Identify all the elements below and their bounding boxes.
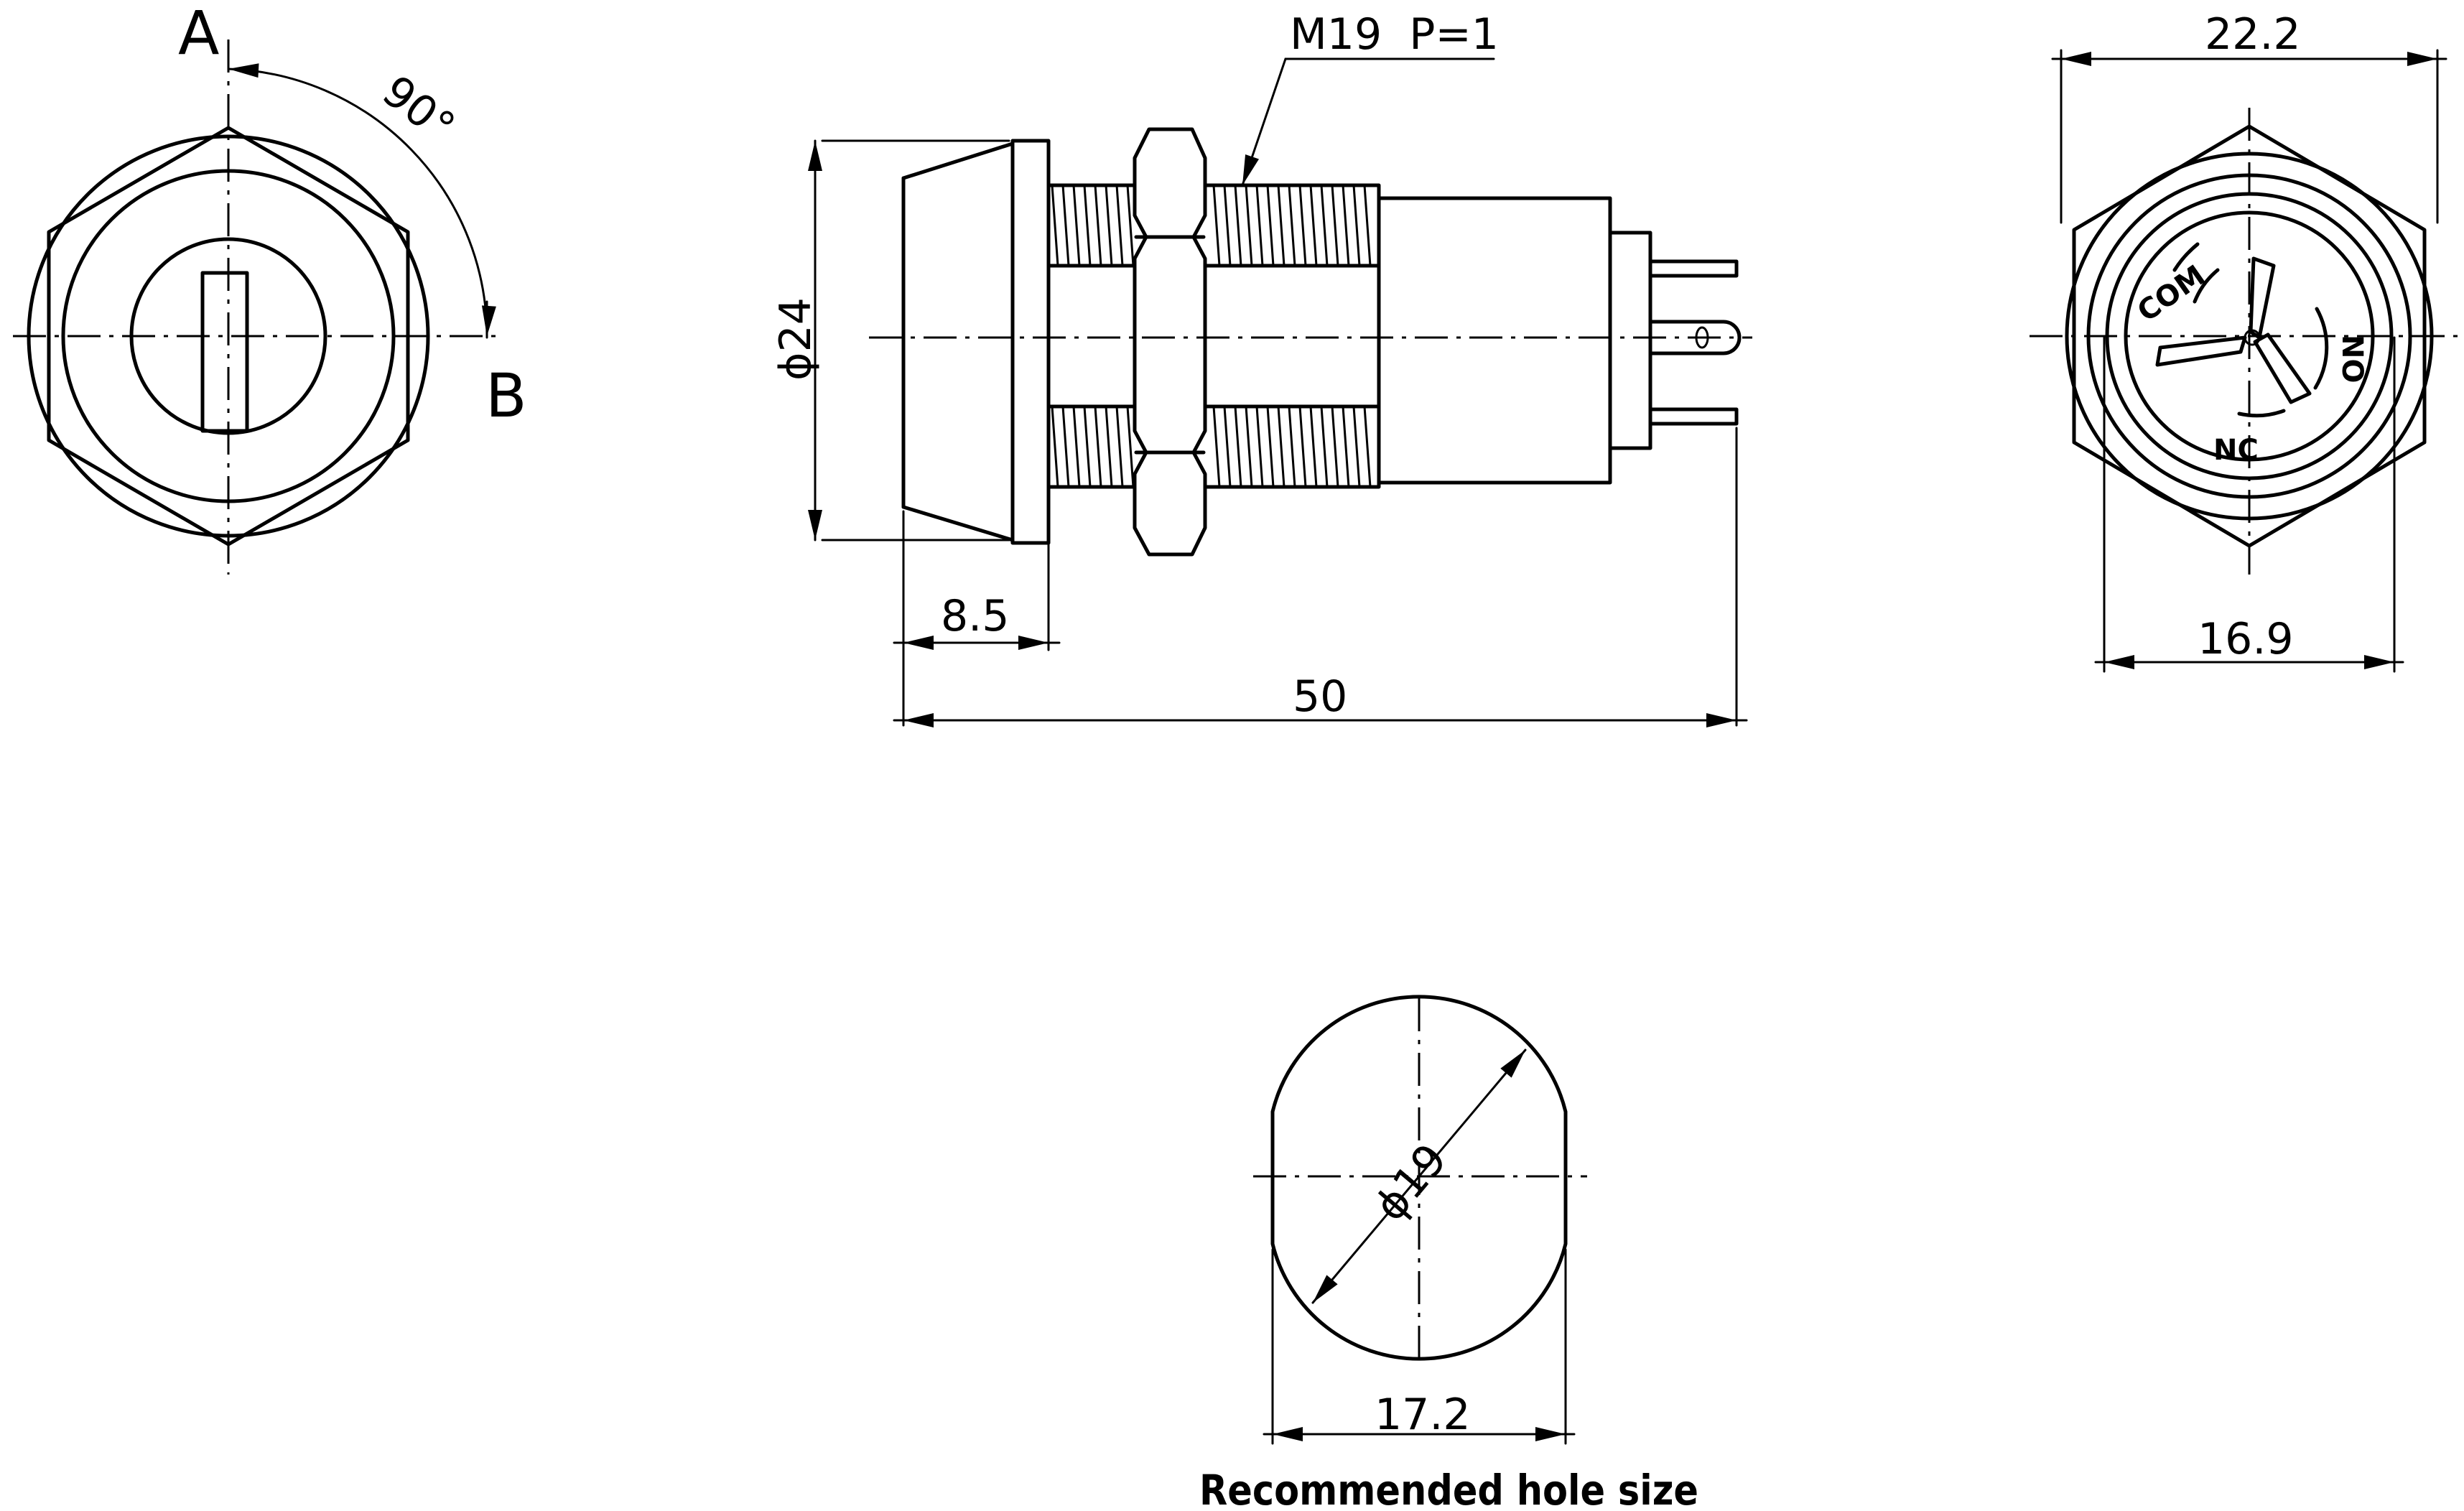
- front-keyway-slot: [200, 271, 249, 433]
- rotation-arc: [227, 68, 488, 338]
- side-body: [1377, 196, 1612, 485]
- across-corners-label: 22.2: [2205, 9, 2301, 60]
- side-view: ϕ24 8.5 50 M19 P=1: [771, 9, 1752, 727]
- rotation-angle-label: 90°: [373, 66, 464, 153]
- body-width-label: 16.9: [2198, 614, 2294, 664]
- bezel-depth-label: 8.5: [941, 591, 1009, 641]
- hole-view: ϕ19 17.2 Recommended hole size: [1199, 995, 1698, 1511]
- terminal-no-label: NO: [2335, 335, 2368, 383]
- rear-contacts: [2155, 242, 2329, 418]
- side-nut: [1133, 127, 1207, 557]
- position-b-label: B: [485, 361, 527, 431]
- terminal-nc-label: NC: [2213, 434, 2259, 467]
- hole-caption: Recommended hole size: [1199, 1466, 1698, 1511]
- side-rear-cap: [1608, 231, 1652, 450]
- hole-outline: [1270, 995, 1568, 1361]
- side-flange: [1010, 139, 1051, 545]
- rear-view: COM NO NC 22.2 16.9: [2030, 9, 2464, 673]
- front-view: A B 90°: [13, 0, 527, 575]
- total-length-label: 50: [1293, 671, 1347, 722]
- side-thread-lower: [1046, 404, 1381, 489]
- hole-flat-width-label: 17.2: [1375, 1390, 1471, 1440]
- side-terminals: [1648, 259, 1742, 426]
- body-diameter-label: ϕ24: [771, 297, 821, 381]
- position-a-label: A: [178, 0, 219, 68]
- side-thread-upper: [1046, 183, 1381, 268]
- side-bezel: [901, 141, 1015, 542]
- thread-spec-label: M19 P=1: [1290, 9, 1499, 60]
- thread-leader: [1241, 57, 1495, 187]
